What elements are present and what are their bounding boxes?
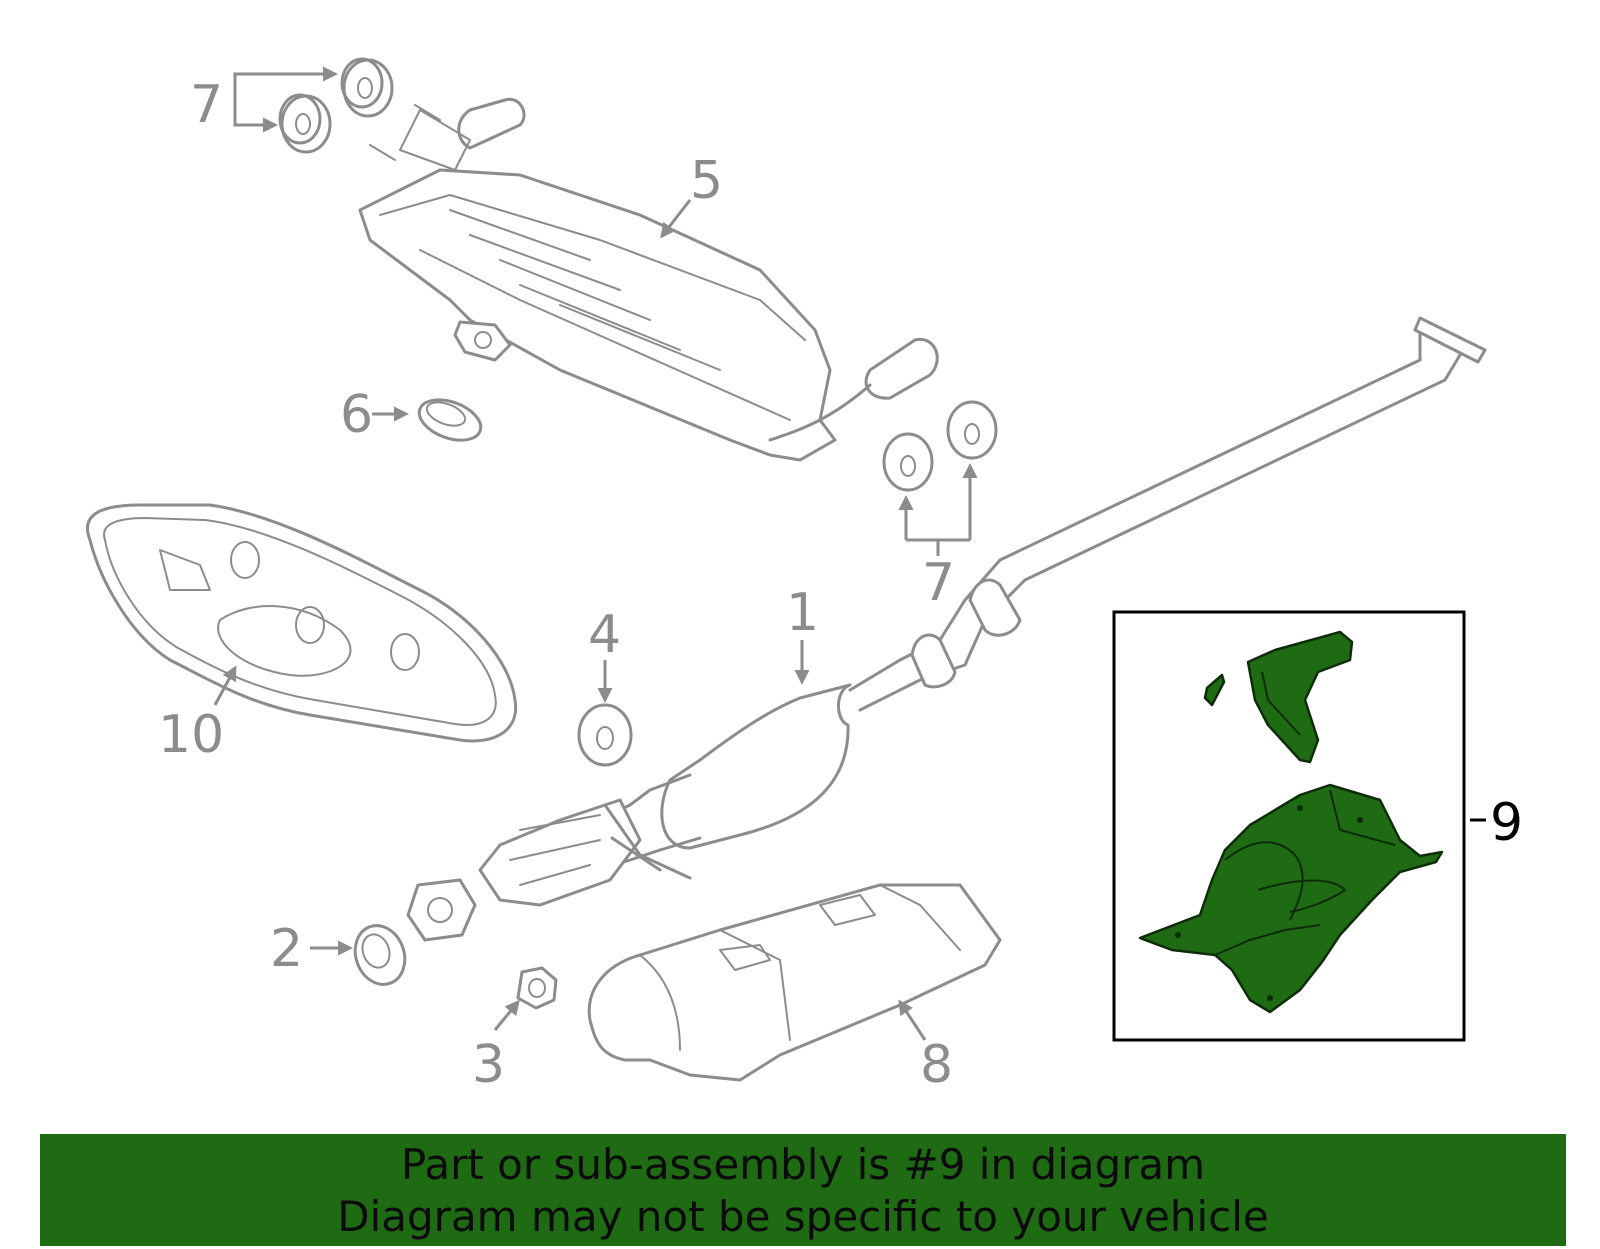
callout-1: 1 bbox=[786, 583, 819, 643]
part-7-hanger-right-a bbox=[882, 432, 934, 492]
part-7-hanger-top-a bbox=[340, 57, 394, 118]
banner-line-2: Diagram may not be specific to your vehi… bbox=[337, 1192, 1269, 1241]
part-3-nut bbox=[516, 966, 558, 1010]
callout-3: 3 bbox=[472, 1035, 505, 1095]
part-2-gasket bbox=[353, 924, 407, 986]
part-info-banner: Part or sub-assembly is #9 in diagram Di… bbox=[40, 1134, 1566, 1246]
callout-4: 4 bbox=[588, 605, 621, 665]
banner-line-1: Part or sub-assembly is #9 in diagram bbox=[400, 1140, 1206, 1189]
part-5-muffler bbox=[358, 97, 939, 462]
part-9-heat-protector bbox=[1138, 630, 1444, 1014]
part-8-heat-shield bbox=[587, 883, 1002, 1082]
part-6-gasket bbox=[417, 398, 483, 442]
callout-9: 9 bbox=[1490, 793, 1523, 853]
callout-2: 2 bbox=[270, 919, 303, 979]
callout-6: 6 bbox=[340, 385, 373, 445]
callout-7-top: 7 bbox=[190, 75, 223, 135]
callout-5: 5 bbox=[690, 151, 723, 211]
callout-10: 10 bbox=[158, 705, 224, 765]
callout-7-right: 7 bbox=[922, 553, 955, 613]
part-1-front-pipe bbox=[406, 316, 1487, 942]
part-7-hanger-right-b bbox=[946, 400, 998, 460]
part-4-hanger bbox=[577, 703, 633, 767]
part-10-heat-shield bbox=[86, 503, 518, 743]
part-7-hanger-top-b bbox=[278, 93, 332, 154]
callout-8: 8 bbox=[920, 1035, 953, 1095]
